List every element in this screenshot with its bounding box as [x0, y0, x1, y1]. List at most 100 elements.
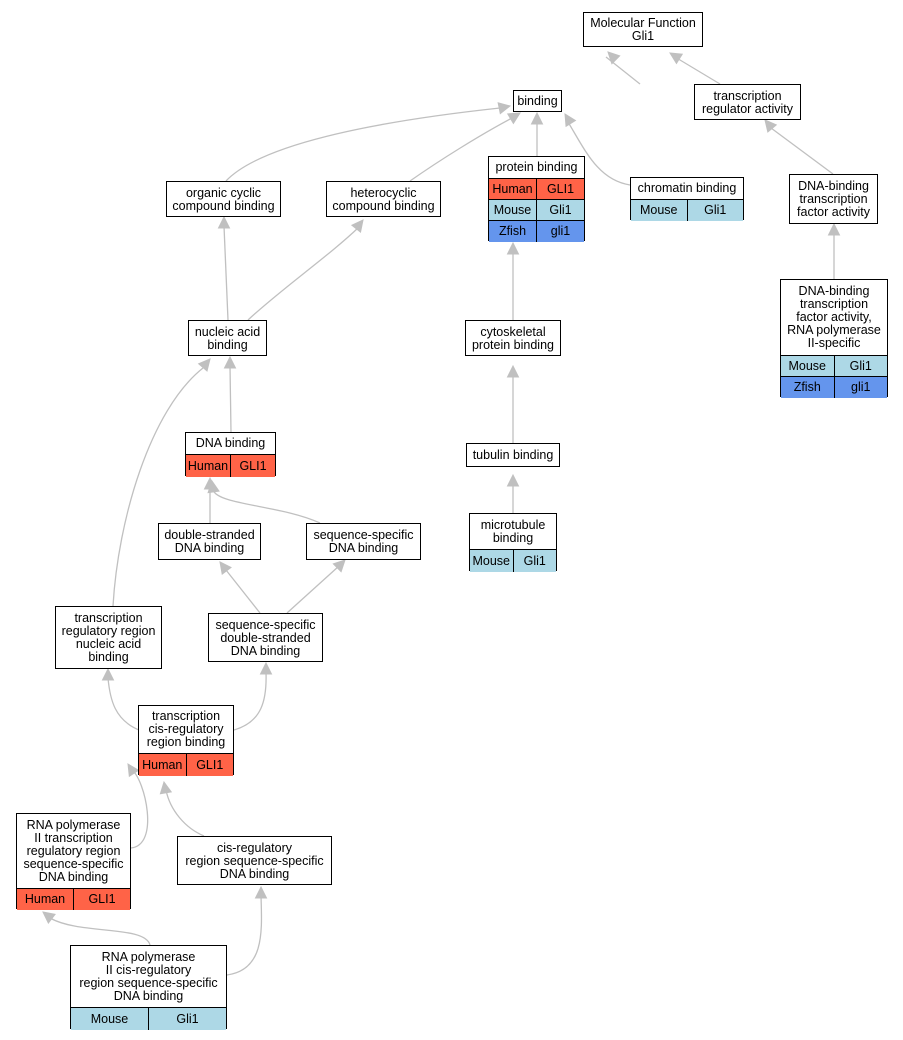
go-term-label: DNA-binding transcription factor activit…: [787, 284, 881, 350]
go-term-node[interactable]: nucleic acid binding: [188, 320, 267, 356]
edge-arrowhead: [42, 911, 56, 925]
edge-arrowhead: [197, 358, 211, 372]
go-term-label: heterocyclic compound binding: [332, 185, 435, 213]
edge-line: [130, 769, 149, 849]
species-cell: Zfish: [498, 224, 527, 238]
gene-annotation-row: Mouse Gli1: [631, 198, 744, 221]
go-term-node[interactable]: sequence-specific DNA binding: [306, 523, 421, 560]
go-term-node[interactable]: tubulin binding: [466, 443, 560, 467]
go-term-node[interactable]: sequence-specific double-stranded DNA bi…: [208, 613, 323, 662]
edge-line: [409, 117, 513, 182]
edge-line: [226, 895, 263, 976]
gene-cell: Gli1: [512, 549, 557, 572]
edge-line: [567, 121, 631, 186]
species-cell: Mouse: [472, 553, 511, 568]
go-term-label: cis-regulatory region sequence-specific …: [185, 840, 324, 881]
edge-arrowhead: [207, 479, 220, 494]
edge-arrowhead: [159, 780, 173, 795]
edge-arrowhead: [764, 119, 778, 133]
edge-arrowhead: [506, 241, 520, 255]
edge-line: [229, 365, 232, 433]
edge-line: [49, 917, 151, 946]
go-term-node[interactable]: cis-regulatory region sequence-specific …: [177, 836, 332, 885]
go-term-label: RNA polymerase II transcription regulato…: [23, 817, 124, 884]
edge-arrowhead: [530, 111, 544, 125]
go-term-label: sequence-specific double-stranded DNA bi…: [215, 617, 316, 658]
species-cell: Human: [142, 757, 183, 772]
edge-line: [674, 56, 721, 85]
go-term-node[interactable]: DNA-binding transcription factor activit…: [780, 279, 888, 398]
gene-cell: Gli1: [833, 355, 888, 377]
edge-arrowhead: [259, 661, 273, 675]
go-term-node[interactable]: Molecular Function Gli1: [583, 12, 703, 47]
edge-line: [212, 489, 321, 524]
go-term-label: transcription regulatory region nucleic …: [61, 611, 156, 664]
species-cell: Human: [187, 458, 229, 473]
edge-arrowhead: [506, 364, 520, 378]
go-term-label: DNA-binding transcription factor activit…: [797, 179, 870, 219]
gene-annotation-row: Mouse Gli1: [781, 354, 888, 377]
go-term-node[interactable]: transcription cis-regulatory region bind…: [138, 705, 234, 776]
go-term-label: RNA polymerase II cis-regulatory region …: [79, 949, 218, 1003]
go-term-label: organic cyclic compound binding: [172, 185, 275, 213]
go-term-node[interactable]: cytoskeletal protein binding: [465, 320, 561, 356]
gene-cell: GLI1: [73, 888, 130, 910]
edge-arrowhead: [827, 222, 841, 236]
go-term-label: DNA binding: [195, 436, 266, 450]
go-term-label: microtubule binding: [480, 517, 546, 545]
go-term-label: transcription cis-regulatory region bind…: [146, 709, 226, 749]
go-term-node[interactable]: DNA-binding transcription factor activit…: [789, 174, 878, 224]
edge-line: [223, 225, 229, 321]
go-term-node[interactable]: organic cyclic compound binding: [166, 181, 281, 217]
go-term-node[interactable]: transcription regulator activity: [694, 84, 801, 120]
species-cell: Mouse: [493, 203, 532, 217]
edge-line: [225, 107, 501, 182]
go-term-label: protein binding: [495, 160, 578, 174]
species-cell: Mouse: [788, 359, 827, 373]
gene-cell: Gli1: [148, 1007, 226, 1030]
gene-cell: GLI1: [230, 454, 275, 477]
edge-arrowhead: [564, 113, 577, 128]
edge-line: [225, 569, 261, 614]
species-cell: Human: [492, 182, 533, 196]
species-cell: Mouse: [639, 203, 678, 217]
go-term-label: binding: [517, 94, 558, 108]
go-term-node[interactable]: transcription regulatory region nucleic …: [55, 606, 162, 669]
go-term-node[interactable]: RNA polymerase II cis-regulatory region …: [70, 945, 227, 1030]
go-term-node[interactable]: heterocyclic compound binding: [326, 181, 441, 217]
go-term-node[interactable]: RNA polymerase II transcription regulato…: [16, 813, 131, 910]
go-term-node[interactable]: double-stranded DNA binding: [158, 523, 261, 560]
edge-line: [247, 226, 360, 321]
species-cell: Zfish: [793, 380, 821, 394]
go-term-label: cytoskeletal protein binding: [471, 324, 554, 352]
edge-arrowhead: [127, 763, 140, 778]
species-cell: Human: [24, 892, 66, 906]
edge-arrowhead: [669, 52, 684, 65]
gene-cell: GLI1: [185, 753, 234, 776]
edge-arrowhead: [332, 559, 346, 573]
go-term-label: tubulin binding: [472, 448, 554, 462]
edge-arrowhead: [101, 667, 115, 681]
gene-cell: Gli1: [686, 199, 744, 221]
gene-cell: gli1: [536, 220, 584, 242]
go-term-label: Molecular Function Gli1: [590, 16, 696, 43]
go-term-label: transcription regulator activity: [701, 88, 793, 116]
edge-line: [112, 367, 204, 607]
go-term-node[interactable]: binding: [513, 90, 562, 112]
go-term-label: chromatin binding: [637, 181, 737, 195]
edge-arrowhead: [506, 473, 520, 487]
edge-arrowhead: [223, 355, 237, 369]
edge-line: [770, 127, 834, 175]
gene-cell: GLI1: [536, 178, 584, 200]
edge-arrowhead: [607, 51, 621, 65]
